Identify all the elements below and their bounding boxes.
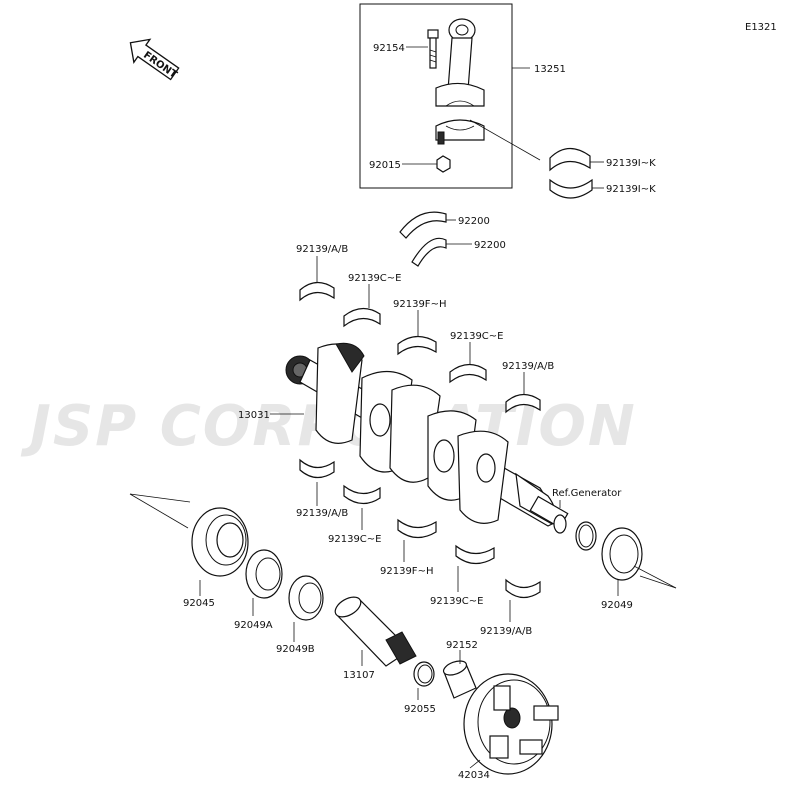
label-shaft: 13107 — [343, 670, 375, 681]
shaft-icon — [334, 596, 417, 667]
label-coupling: 42034 — [458, 770, 490, 781]
main-bearing-lower-5-icon — [505, 578, 541, 599]
main-bearing-lower-1-icon — [299, 458, 335, 479]
label-o-ring: 92055 — [404, 704, 436, 715]
oil-seal-right-icon — [601, 527, 643, 581]
main-bearing-upper-3-icon — [397, 335, 437, 356]
label-ref-generator: Ref.Generator — [552, 488, 622, 499]
label-main-bearing-upper-3: 92139F~H — [393, 299, 446, 310]
conrod-nut-icon — [436, 155, 451, 173]
label-conrod-assy: 13251 — [534, 64, 566, 75]
oil-seal-left-icon — [191, 507, 249, 577]
thrust-washer-upper-icon — [399, 211, 447, 239]
label-oil-seal-left: 92045 — [183, 598, 215, 609]
conrod-bearing-lower-icon — [549, 178, 593, 199]
seal-ring-ref-icon — [575, 521, 597, 551]
label-main-bearing-upper-5: 92139/A/B — [502, 361, 554, 372]
label-conrod-bearing-lower: 92139I~K — [606, 184, 656, 195]
main-bearing-lower-3-icon — [397, 518, 437, 539]
main-bearing-upper-2-icon — [343, 307, 381, 328]
label-conrod-nut: 92015 — [369, 160, 401, 171]
label-thrust-washer-lower: 92200 — [474, 240, 506, 251]
oil-seal-b-icon — [288, 575, 324, 621]
label-collar: 92152 — [446, 640, 478, 651]
label-main-bearing-lower-1: 92139/A/B — [296, 508, 348, 519]
label-oil-seal-b: 92049B — [276, 644, 315, 655]
label-crankshaft: 13031 — [238, 410, 270, 421]
o-ring-icon — [413, 661, 435, 687]
main-bearing-upper-4-icon — [449, 363, 487, 384]
label-oil-seal-a: 92049A — [234, 620, 273, 631]
crankshaft-icon — [285, 342, 569, 534]
main-bearing-upper-5-icon — [505, 393, 541, 414]
conrod-icon — [435, 18, 485, 145]
label-main-bearing-upper-2: 92139C~E — [348, 273, 402, 284]
conrod-bolt-icon — [427, 29, 439, 69]
label-conrod-bearing-upper: 92139I~K — [606, 158, 656, 169]
label-main-bearing-upper-1: 92139/A/B — [296, 244, 348, 255]
label-conrod-bolt: 92154 — [373, 43, 405, 54]
label-main-bearing-lower-4: 92139C~E — [430, 596, 484, 607]
label-main-bearing-upper-4: 92139C~E — [450, 331, 504, 342]
label-main-bearing-lower-2: 92139C~E — [328, 534, 382, 545]
conrod-assembly-box — [359, 3, 513, 189]
label-thrust-washer-upper: 92200 — [458, 216, 490, 227]
main-bearing-lower-4-icon — [455, 544, 495, 565]
main-bearing-upper-1-icon — [299, 281, 335, 302]
label-main-bearing-lower-5: 92139/A/B — [480, 626, 532, 637]
collar-icon — [442, 660, 477, 699]
front-arrow-icon: FRONT — [129, 38, 180, 81]
label-oil-seal-right: 92049 — [601, 600, 633, 611]
coupling-icon — [463, 673, 559, 775]
diagram-code: E1321 — [745, 22, 777, 33]
label-main-bearing-lower-3: 92139F~H — [380, 566, 433, 577]
conrod-bearing-upper-icon — [549, 147, 591, 172]
oil-seal-a-icon — [245, 549, 283, 599]
thrust-washer-lower-icon — [411, 237, 447, 267]
main-bearing-lower-2-icon — [343, 484, 381, 505]
